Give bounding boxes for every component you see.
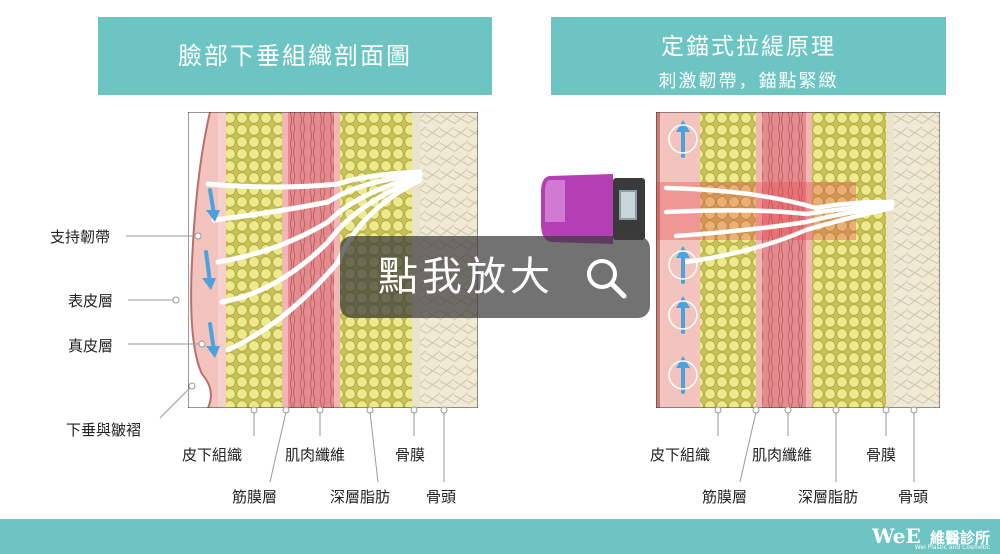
label-muscle-fibers: 肌肉纖維 <box>285 446 346 464</box>
label-bone-right: 骨頭 <box>898 488 929 506</box>
label-periosteum: 骨膜 <box>395 446 426 464</box>
label-support-ligament: 支持韌帶 <box>50 228 111 246</box>
label-deep-fat: 深層脂肪 <box>330 488 391 506</box>
label-dermis: 真皮層 <box>68 337 114 355</box>
label-bone: 骨頭 <box>426 488 457 506</box>
right-title: 定錨式拉緹原理 刺激韌帶，錨點緊緻 <box>551 17 946 95</box>
label-fascia-right: 筋膜層 <box>702 488 748 506</box>
laser-device-icon <box>541 174 645 244</box>
label-subcutaneous-tissue-right: 皮下組織 <box>650 446 711 464</box>
upward-arrows <box>668 120 698 394</box>
left-tissue-diagram <box>188 112 478 408</box>
zoom-button-label: 點我放大 <box>378 254 554 300</box>
left-cross-section <box>188 112 478 408</box>
label-sagging-wrinkles: 下垂與皺褶 <box>66 421 142 439</box>
label-subcutaneous-tissue: 皮下組織 <box>182 446 243 464</box>
logo-subtitle: Wei Plastic and Cosmetic <box>914 544 990 551</box>
clinic-logo[interactable]: WeE 維醫診所 Wei Plastic and Cosmetic <box>871 524 990 551</box>
magnifier-icon <box>587 259 627 299</box>
right-title-line2: 刺激韌帶，錨點緊緻 <box>658 71 839 92</box>
label-muscle-fibers-right: 肌肉纖維 <box>752 446 813 464</box>
right-cross-section <box>656 112 940 408</box>
label-fascia: 筋膜層 <box>232 488 278 506</box>
label-epidermis: 表皮層 <box>68 292 114 310</box>
logo-text: 維醫診所 <box>929 529 990 547</box>
ligaments <box>205 169 423 353</box>
ligaments <box>663 185 895 265</box>
label-deep-fat-right: 深層脂肪 <box>798 488 859 506</box>
logo-mark: WeE <box>871 524 921 548</box>
left-title: 臉部下垂組織剖面圖 <box>98 17 492 95</box>
right-title-line1: 定錨式拉緹原理 <box>661 34 836 60</box>
footer-bar: WeE 維醫診所 Wei Plastic and Cosmetic <box>0 519 1000 554</box>
right-tissue-diagram <box>656 112 940 408</box>
zoom-button[interactable]: 點我放大 <box>340 236 650 318</box>
label-periosteum-right: 骨膜 <box>866 446 897 464</box>
